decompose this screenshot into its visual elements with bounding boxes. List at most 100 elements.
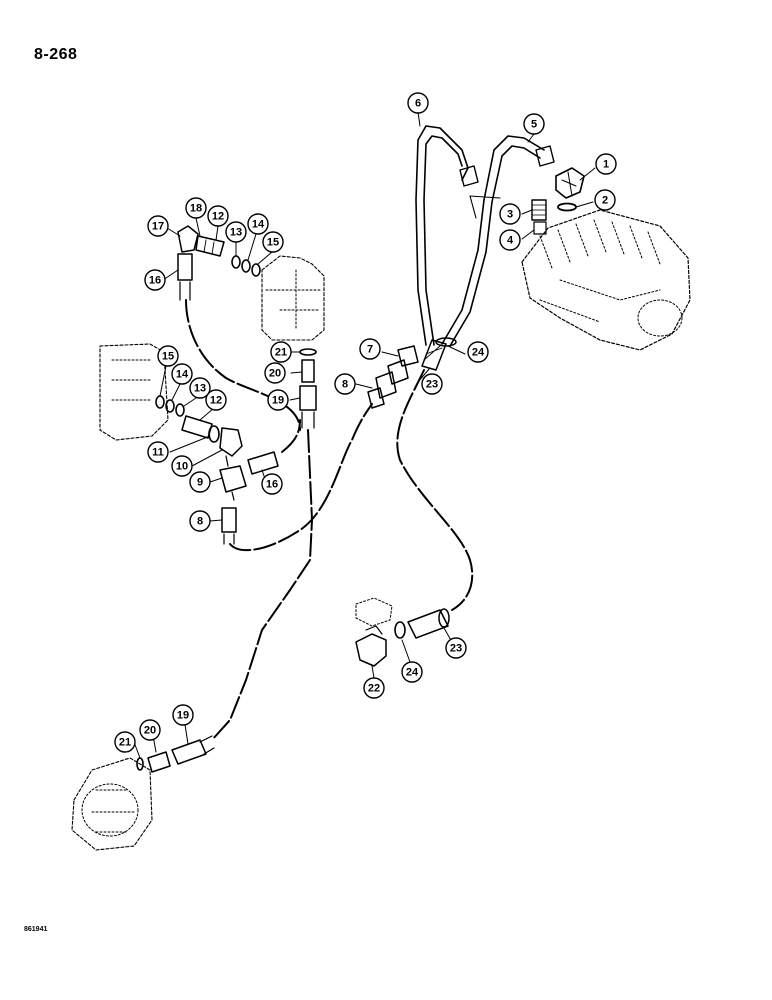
callout-label: 24 <box>472 347 485 359</box>
callout-circle <box>139 719 161 741</box>
callout-label: 5 <box>531 119 537 131</box>
callout-10: 10 <box>171 455 193 477</box>
callout-3: 3 <box>499 203 521 225</box>
callout-layer: 1234567889101112121313141415151616171819… <box>114 92 617 753</box>
hose-end-19-upper <box>299 385 317 429</box>
callout-9: 9 <box>189 471 211 493</box>
callout-13: 13 <box>225 221 247 243</box>
callout-11: 11 <box>147 441 169 463</box>
elbow-fitting-1 <box>555 167 585 199</box>
callout-24: 24 <box>401 661 423 683</box>
callout-label: 16 <box>149 275 161 287</box>
adapter-3 <box>531 199 547 221</box>
callout-circle <box>189 471 211 493</box>
page-number: 8-268 <box>34 46 78 63</box>
hose-end-19-lower <box>171 735 215 765</box>
callout-14: 14 <box>247 213 269 235</box>
callout-circle <box>171 455 193 477</box>
callout-label: 2 <box>602 195 608 207</box>
callout-label: 23 <box>450 643 462 655</box>
callout-label: 24 <box>406 667 419 679</box>
callout-circle <box>267 389 289 411</box>
callout-circle <box>401 661 423 683</box>
callout-circle <box>157 345 179 367</box>
callout-circle <box>185 197 207 219</box>
callout-label: 8 <box>197 516 203 528</box>
callout-circle <box>144 269 166 291</box>
callout-label: 21 <box>119 737 131 749</box>
callout-label: 20 <box>269 368 281 380</box>
callout-circle <box>205 389 227 411</box>
callout-22: 22 <box>363 677 385 699</box>
callout-label: 9 <box>197 477 203 489</box>
callout-label: 19 <box>272 395 284 407</box>
control-valve-bank <box>521 209 691 351</box>
callout-label: 13 <box>230 227 242 239</box>
callout-4: 4 <box>499 229 521 251</box>
callout-8: 8 <box>334 373 356 395</box>
callout-label: 17 <box>152 221 164 233</box>
callout-label: 4 <box>507 235 514 247</box>
nut-24-lower <box>394 621 406 639</box>
o-ring-14-lower <box>165 399 175 413</box>
callout-19: 19 <box>172 704 194 726</box>
callout-label: 23 <box>426 379 438 391</box>
callout-21: 21 <box>114 731 136 753</box>
adapter-7 <box>387 345 419 385</box>
callout-label: 12 <box>210 395 222 407</box>
bottom-motor <box>71 757 153 851</box>
hose-end-16-lower <box>247 451 279 475</box>
callout-12: 12 <box>205 389 227 411</box>
callout-7: 7 <box>359 338 381 360</box>
callout-circle <box>467 341 489 363</box>
callout-circle <box>189 510 211 532</box>
callout-label: 12 <box>212 211 224 223</box>
callout-circle <box>225 221 247 243</box>
callout-23: 23 <box>445 637 467 659</box>
hose-end-8 <box>367 371 397 409</box>
callout-circle <box>147 441 169 463</box>
callout-circle <box>264 362 286 384</box>
callout-18: 18 <box>185 197 207 219</box>
callout-1: 1 <box>595 153 617 175</box>
nut-24 <box>435 337 457 347</box>
callout-label: 6 <box>415 98 421 110</box>
callout-circle <box>407 92 429 114</box>
callout-20: 20 <box>264 362 286 384</box>
callout-13: 13 <box>189 377 211 399</box>
hose-end-8-lower <box>221 507 237 545</box>
o-ring-15-lower <box>155 395 165 409</box>
callout-circle <box>595 153 617 175</box>
adapter-20-lower <box>147 751 171 773</box>
hose-sleeve-23-lower <box>407 608 450 639</box>
o-ring-21-upper <box>299 348 317 356</box>
callout-8: 8 <box>189 510 211 532</box>
callout-2: 2 <box>594 189 616 211</box>
callout-15: 15 <box>157 345 179 367</box>
callout-circle <box>207 205 229 227</box>
callout-circle <box>171 363 193 385</box>
o-ring-2 <box>557 202 577 212</box>
adapter-20-upper <box>301 359 315 383</box>
elbow-10 <box>219 427 243 457</box>
callout-12: 12 <box>207 205 229 227</box>
hose-lines <box>185 299 474 741</box>
callout-24: 24 <box>467 341 489 363</box>
tee-9 <box>219 455 247 501</box>
callout-circle <box>523 113 545 135</box>
elbow-22 <box>355 625 387 667</box>
callout-label: 15 <box>162 351 174 363</box>
callout-16: 16 <box>144 269 166 291</box>
callout-circle <box>359 338 381 360</box>
hose-sleeve-23 <box>421 339 447 371</box>
callout-label: 3 <box>507 209 513 221</box>
callout-21: 21 <box>270 341 292 363</box>
tube-nut <box>459 145 555 187</box>
callout-15: 15 <box>262 231 284 253</box>
callout-label: 14 <box>252 219 265 231</box>
callout-label: 14 <box>176 369 189 381</box>
callout-label: 16 <box>266 479 278 491</box>
callout-label: 8 <box>342 379 348 391</box>
